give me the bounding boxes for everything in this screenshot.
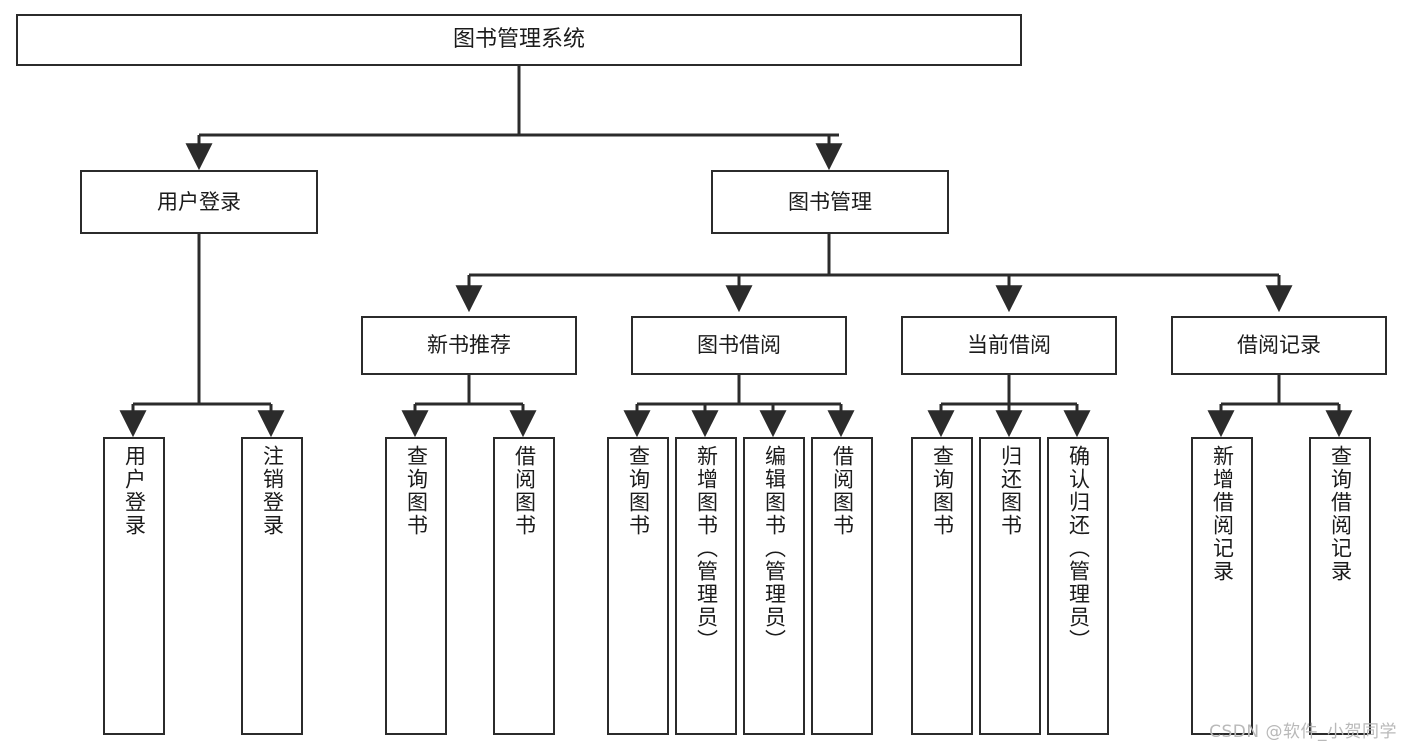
- node-root-system[interactable]: 图书管理系统: [16, 14, 1022, 66]
- node-user-login[interactable]: 用户登录: [80, 170, 318, 234]
- node-label: 查询借阅记录: [1328, 445, 1353, 583]
- node-label: 新书推荐: [427, 333, 511, 358]
- node-label: 当前借阅: [967, 333, 1051, 358]
- node-leaf-edit-book-admin[interactable]: 编辑图书（管理员）: [743, 437, 805, 735]
- node-new-book-recommend[interactable]: 新书推荐: [361, 316, 577, 375]
- node-leaf-confirm-return-admin[interactable]: 确认归还（管理员）: [1047, 437, 1109, 735]
- node-book-borrow[interactable]: 图书借阅: [631, 316, 847, 375]
- node-label: 图书借阅: [697, 333, 781, 358]
- node-label: 借阅图书: [512, 445, 537, 537]
- node-leaf-query-borrow-record[interactable]: 查询借阅记录: [1309, 437, 1371, 735]
- node-label: 用户登录: [122, 445, 147, 537]
- node-label: 图书管理: [788, 189, 872, 214]
- node-label: 查询图书: [404, 445, 429, 537]
- node-label: 编辑图书（管理员）: [762, 445, 787, 652]
- node-current-borrow[interactable]: 当前借阅: [901, 316, 1117, 375]
- node-book-management[interactable]: 图书管理: [711, 170, 949, 234]
- node-label: 归还图书: [998, 445, 1023, 537]
- node-label: 查询图书: [626, 445, 651, 537]
- node-label: 新增借阅记录: [1210, 445, 1235, 583]
- node-label: 借阅记录: [1237, 333, 1321, 358]
- node-leaf-add-borrow-record[interactable]: 新增借阅记录: [1191, 437, 1253, 735]
- node-leaf-return-book[interactable]: 归还图书: [979, 437, 1041, 735]
- node-label: 用户登录: [157, 189, 241, 214]
- node-leaf-borrow-book-recommend[interactable]: 借阅图书: [493, 437, 555, 735]
- node-label: 确认归还（管理员）: [1066, 445, 1091, 652]
- node-leaf-query-book-recommend[interactable]: 查询图书: [385, 437, 447, 735]
- node-label: 图书管理系统: [452, 27, 585, 53]
- node-leaf-query-book-borrow[interactable]: 查询图书: [607, 437, 669, 735]
- node-leaf-user-login[interactable]: 用户登录: [103, 437, 165, 735]
- node-label: 借阅图书: [830, 445, 855, 537]
- node-leaf-logout[interactable]: 注销登录: [241, 437, 303, 735]
- node-label: 查询图书: [930, 445, 955, 537]
- node-label: 新增图书（管理员）: [694, 445, 719, 652]
- node-borrow-record[interactable]: 借阅记录: [1171, 316, 1387, 375]
- node-leaf-add-book-admin[interactable]: 新增图书（管理员）: [675, 437, 737, 735]
- node-label: 注销登录: [260, 445, 285, 537]
- node-leaf-borrow-book[interactable]: 借阅图书: [811, 437, 873, 735]
- node-leaf-query-book-current[interactable]: 查询图书: [911, 437, 973, 735]
